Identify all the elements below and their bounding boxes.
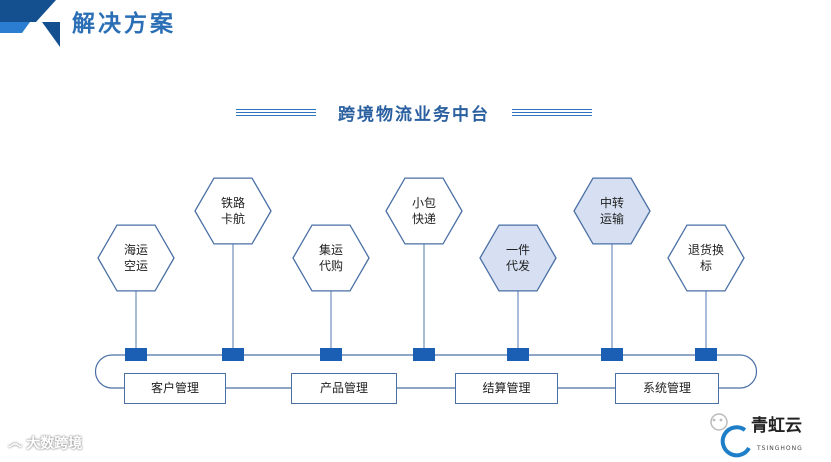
service-hexagon-return-exchange: [667, 224, 745, 292]
connector-square-sea-air: [125, 348, 147, 361]
header-triangle: [42, 22, 60, 47]
header-mid-band: [0, 22, 30, 33]
module-settlement: 结算管理: [455, 373, 558, 404]
title-deco-lines-left: [236, 109, 316, 118]
title-deco-lines-right: [512, 109, 592, 118]
watermark: ෴大数跨境: [8, 433, 82, 453]
brand-subtitle: TSINGHONG: [757, 445, 803, 452]
connector-square-rail-truck: [222, 348, 244, 361]
brand-logo-icon: [710, 413, 751, 458]
process-track: [94, 354, 758, 389]
module-system: 系统管理: [615, 373, 719, 404]
watermark-logo-icon: ෴: [8, 434, 23, 452]
connector-square-return-exchange: [695, 348, 717, 361]
service-hexagon-dropshipping: [479, 224, 557, 292]
service-hexagon-sea-air: [97, 224, 175, 292]
service-label-return-exchange: 退货换 标: [687, 243, 724, 273]
service-label-dropshipping: 一件 代发: [505, 243, 530, 273]
service-label-sea-air: 海运 空运: [123, 243, 148, 273]
platform-title: 跨境物流业务中台: [338, 105, 490, 125]
service-hexagon-transit: [573, 177, 651, 245]
connector-square-consolidation: [320, 348, 342, 361]
header-dark-band: [0, 0, 56, 22]
service-hexagon-consolidation: [292, 224, 370, 292]
header-corner-mark: [0, 0, 60, 47]
service-hexagon-small-parcel: [385, 177, 463, 245]
connector-square-transit: [601, 348, 623, 361]
service-label-small-parcel: 小包 快递: [411, 196, 436, 226]
module-product: 产品管理: [291, 373, 397, 404]
brand-name: 青虹云: [751, 416, 802, 436]
brand-logo: 青虹云 TSINGHONG: [705, 408, 825, 458]
section-title: 解决方案: [72, 11, 176, 37]
watermark-text: 大数跨境: [26, 436, 83, 452]
service-label-rail-truck: 铁路 卡航: [220, 196, 245, 226]
connector-square-small-parcel: [413, 348, 435, 361]
service-label-transit: 中转 运输: [599, 196, 624, 226]
connector-square-dropshipping: [507, 348, 529, 361]
service-hexagon-rail-truck: [194, 177, 272, 245]
service-label-consolidation: 集运 代购: [318, 243, 343, 273]
module-customer: 客户管理: [124, 373, 226, 404]
platform-title-bar: 跨境物流业务中台: [236, 98, 592, 128]
